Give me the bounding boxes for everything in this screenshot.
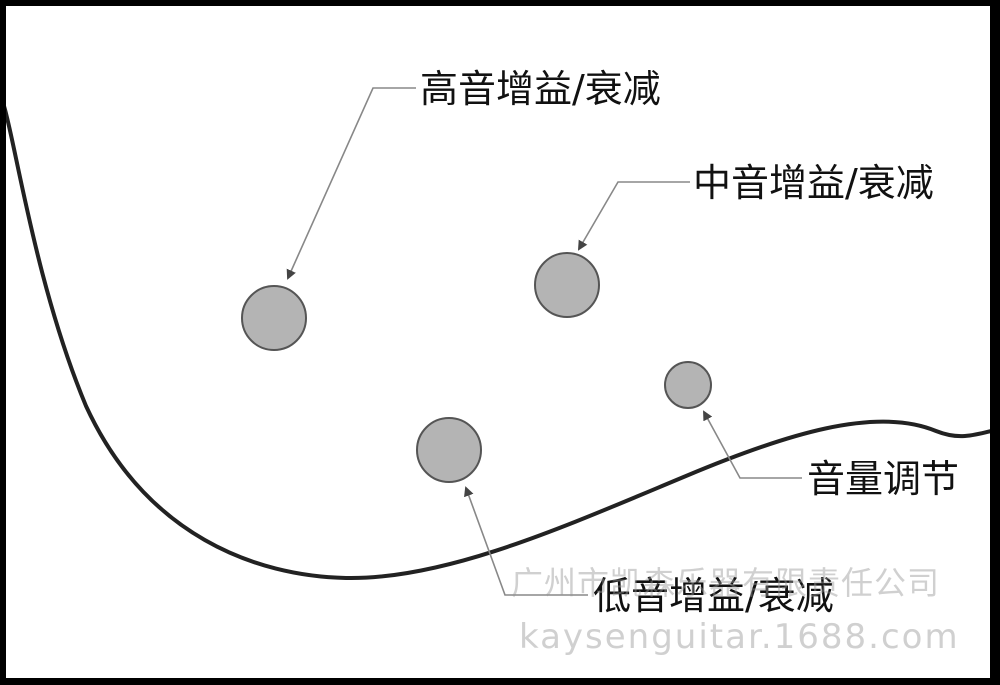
treble-leader-arrow: [286, 87, 416, 280]
diagram-svg: [6, 87, 990, 596]
bass-knob: [416, 417, 482, 483]
bass-label: 低音增益/衰减: [593, 574, 834, 618]
bass-leader-arrow: [464, 486, 588, 596]
treble-label: 高音增益/衰减: [420, 67, 661, 111]
mid-leader-arrow: [577, 181, 690, 251]
guitar-body-outline: [6, 105, 990, 581]
volume-leader-arrow: [703, 410, 802, 479]
mid-knob: [534, 252, 600, 318]
diagram-canvas: 高音增益/衰减 中音增益/衰减 音量调节 低音增益/衰减 广州市凯森乐器有限责任…: [6, 6, 990, 678]
mid-label: 中音增益/衰减: [693, 161, 934, 205]
watermark-url: kaysenguitar.1688.com: [519, 617, 960, 657]
treble-knob: [241, 285, 307, 351]
watermark-company: 广州市凯森乐器有限责任公司: [511, 564, 941, 602]
volume-label: 音量调节: [807, 457, 960, 501]
volume-knob: [664, 361, 712, 409]
